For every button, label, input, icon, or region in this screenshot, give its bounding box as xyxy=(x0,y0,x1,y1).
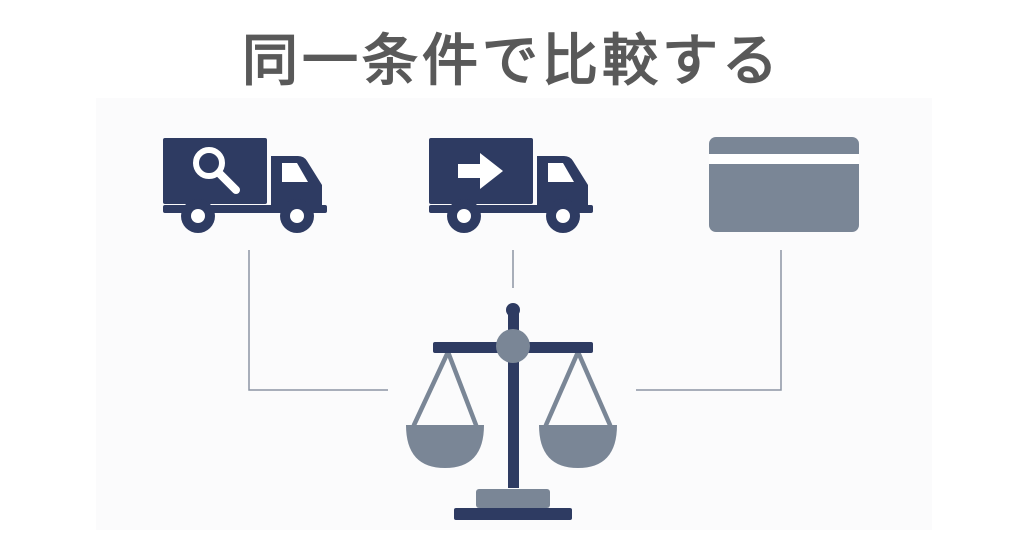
balance-scale-icon xyxy=(406,303,617,520)
truck-arrow-window xyxy=(457,163,574,223)
credit-card-icon xyxy=(709,137,859,232)
connector-lines xyxy=(248,250,782,391)
connector-right xyxy=(636,250,782,391)
arrow-right-icon xyxy=(458,153,503,189)
connector-left xyxy=(248,250,388,391)
search-icon xyxy=(193,147,240,194)
page-title: 同一条件で比較する xyxy=(242,29,782,94)
truck-search-window xyxy=(191,163,308,223)
